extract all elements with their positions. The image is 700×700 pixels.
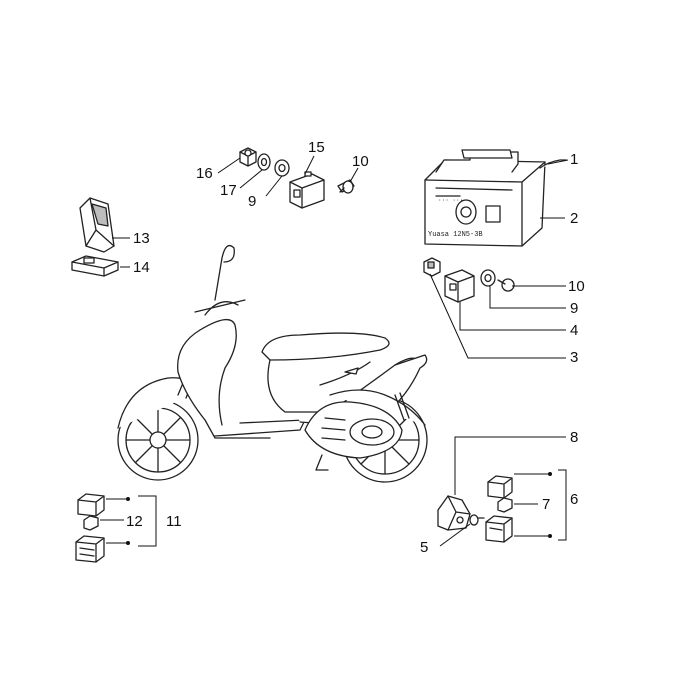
callout-15: 15 [308,139,325,156]
battery-label-model: Yuasa 12N5-3B [428,231,483,239]
cover-6-bottom [485,515,513,543]
battery-label-top: ··· ···· [438,197,467,204]
scooter-illustration [117,244,428,483]
washer-9-battery [480,269,496,287]
callout-12: 12 [126,513,143,530]
relay-15 [289,171,325,209]
callout-7: 7 [542,496,550,513]
callout-2: 2 [570,210,578,227]
callout-10-battery: 10 [568,278,585,295]
fuse-holder-13 [79,197,115,253]
nut-16 [239,147,257,167]
washer-17 [257,153,271,171]
callout-5: 5 [420,539,428,556]
callout-6: 6 [570,491,578,508]
terminal-12 [83,515,99,531]
callout-1: 1 [570,151,578,168]
callout-10-top: 10 [352,153,369,170]
cover-11-bottom [75,535,105,563]
cover-11-top [77,493,105,517]
fuse-14 [71,255,119,277]
connector-4 [444,269,475,303]
callout-8: 8 [570,429,578,446]
washer-9-top [274,159,290,177]
callout-14: 14 [133,259,150,276]
screw-10-top [337,179,355,194]
callout-9-top: 9 [248,193,256,210]
terminal-7 [497,497,513,513]
battery-2 [424,149,546,247]
callout-16: 16 [196,165,213,182]
callout-4: 4 [570,322,578,339]
callout-13: 13 [133,230,150,247]
screw-5 [469,514,485,526]
bracket-3 [423,257,441,277]
callout-11: 11 [166,513,182,530]
callout-17: 17 [220,182,237,199]
regulator-8 [437,495,471,531]
screw-10-battery [497,278,515,292]
callout-9-battery: 9 [570,300,578,317]
callout-3: 3 [570,349,578,366]
cover-6-top [487,475,513,499]
